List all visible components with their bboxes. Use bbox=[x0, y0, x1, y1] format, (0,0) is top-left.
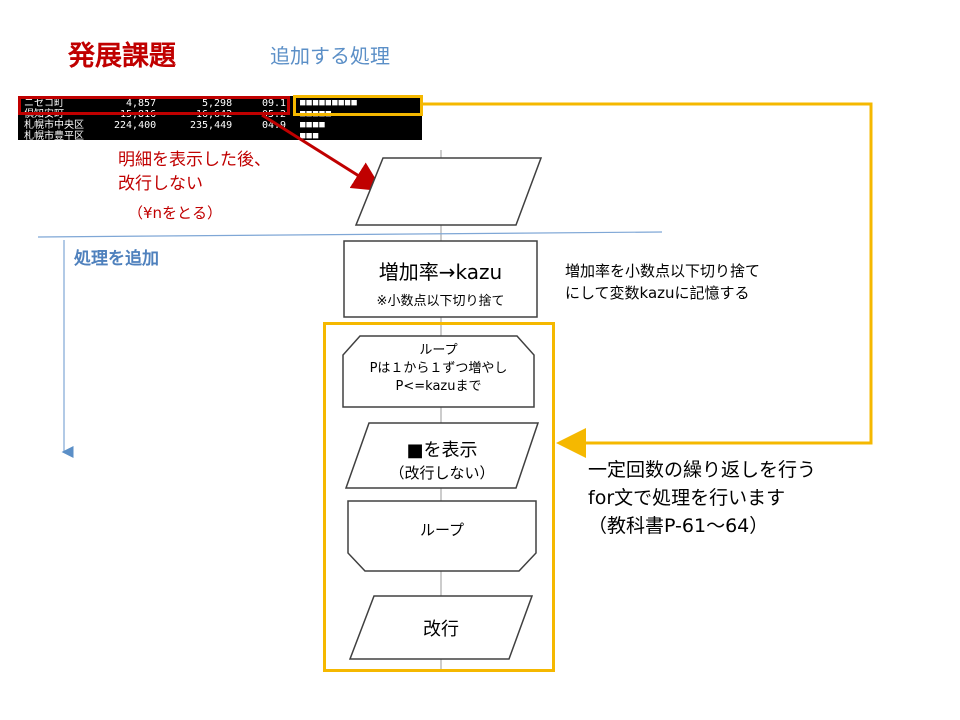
detail-note: 明細を表示した後、 改行しない bbox=[118, 148, 271, 196]
loop-connector-arrow bbox=[423, 102, 873, 458]
console-cell-value: 224,400 bbox=[114, 120, 157, 131]
console-row: 札幌市豊平区 ■■■ bbox=[18, 130, 422, 140]
page-title: 発展課題 bbox=[68, 41, 176, 72]
detail-highlight-frame bbox=[18, 96, 290, 115]
kazu-description-line: にして変数kazuに記憶する bbox=[565, 284, 750, 302]
loop-description-line: （教科書P-61〜64） bbox=[588, 515, 769, 537]
loop-highlight-frame bbox=[323, 322, 555, 672]
separator-line bbox=[37, 231, 663, 238]
console-cell-rate: 09.1 bbox=[262, 98, 287, 109]
console-cell-value: 4,857 bbox=[126, 98, 157, 109]
console-row: 札幌市中央区 224,400 235,449 04.9 ■■■■ bbox=[18, 119, 422, 132]
loop-description: 一定回数の繰り返しを行う for文で処理を行います （教科書P-61〜64） bbox=[588, 456, 816, 540]
loop-start-label: ループ Pは１から１ずつ増やし P<=kazuまで bbox=[343, 342, 534, 396]
display-shape bbox=[344, 422, 540, 489]
loop-start-line: Pは１から１ずつ増やし bbox=[369, 361, 508, 376]
loop-description-line: 一定回数の繰り返しを行う bbox=[588, 459, 817, 481]
loop-end-label: ループ bbox=[419, 521, 465, 539]
loop-start-shape bbox=[342, 335, 535, 408]
kazu-process-shape bbox=[343, 240, 538, 318]
display-sublabel: （改行しない） bbox=[389, 464, 495, 482]
section-subtitle: 追加する処理 bbox=[270, 44, 390, 68]
console-cell-bars: ■■■ bbox=[300, 131, 320, 140]
loop-end-shape bbox=[347, 500, 537, 572]
newline-label: 改行 bbox=[423, 619, 459, 640]
loop-description-line: for文で処理を行います bbox=[588, 487, 786, 509]
console-cell-name: 札幌市豊平区 bbox=[24, 131, 84, 140]
detail-note-sub: （¥nをとる） bbox=[128, 204, 223, 222]
detail-note-line: 明細を表示した後、 bbox=[118, 150, 271, 170]
console-cell-name: 札幌市中央区 bbox=[24, 120, 84, 131]
console-cell-rate: 04.9 bbox=[262, 120, 287, 131]
console-cell-bars: ■■■■ bbox=[300, 120, 326, 130]
detail-note-line: 改行しない bbox=[118, 174, 203, 194]
loop-start-line: P<=kazuまで bbox=[395, 379, 482, 394]
console-cell-value: 5,298 bbox=[202, 98, 233, 109]
add-process-label: 処理を追加 bbox=[74, 249, 159, 269]
bars-highlight-frame bbox=[293, 95, 423, 116]
newline-shape bbox=[348, 595, 534, 660]
detail-arrow bbox=[261, 113, 384, 192]
display-label: ■を表示 bbox=[406, 440, 478, 461]
kazu-process-label: 増加率→kazu bbox=[378, 260, 503, 284]
console-row: ニセコ町 4,857 5,298 09.1 ■■■■■■■■■ bbox=[18, 97, 422, 110]
output-shape bbox=[354, 157, 543, 226]
kazu-description-line: 増加率を小数点以下切り捨て bbox=[565, 262, 761, 280]
console-cell-name: ニセコ町 bbox=[24, 98, 64, 109]
kazu-process-note: ※小数点以下切り捨て bbox=[376, 294, 505, 309]
loop-start-line: ループ bbox=[419, 343, 458, 358]
kazu-description: 増加率を小数点以下切り捨て にして変数kazuに記憶する bbox=[565, 260, 760, 304]
console-cell-bars: ■■■■■■■■■ bbox=[300, 98, 358, 108]
console-cell-value: 235,449 bbox=[190, 120, 233, 131]
